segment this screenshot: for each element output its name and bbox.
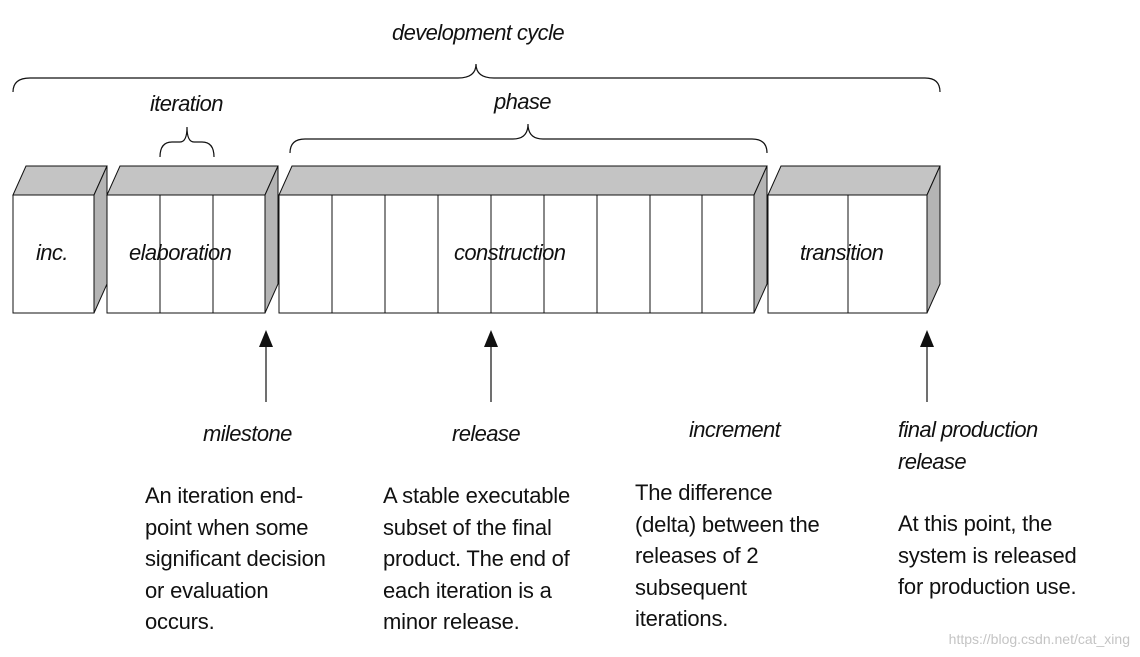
inception-block	[12, 165, 108, 314]
transition-label: transition	[800, 240, 884, 265]
elaboration-block	[106, 165, 279, 314]
increment-description-line: (delta) between the	[635, 511, 820, 537]
construction-label: construction	[454, 240, 566, 265]
block-front-face	[278, 194, 755, 314]
milestone-label: milestone	[203, 421, 292, 446]
increment-description: The difference (delta) between the relea…	[635, 477, 820, 635]
release-description-line: each iteration is a	[383, 577, 552, 603]
final-release-description-line: system is released	[898, 542, 1077, 568]
iteration-brace	[159, 126, 215, 158]
transition-block	[767, 165, 941, 314]
construction-block	[278, 165, 768, 314]
final-release-arrow	[920, 330, 934, 402]
release-description-line: subset of the final	[383, 514, 552, 540]
block-top-face	[106, 165, 279, 196]
increment-description-line: iterations.	[635, 606, 729, 631]
release-description: A stable executable subset of the final …	[383, 480, 570, 638]
final-release-label-line2: release	[898, 449, 967, 474]
development-cycle-brace	[12, 63, 941, 93]
phase-label: phase	[494, 89, 552, 114]
final-release-description: At this point, the system is released fo…	[898, 508, 1077, 603]
final-release-description-line: for production use.	[898, 574, 1077, 599]
release-arrow	[484, 330, 498, 402]
release-description-line: product. The end of	[383, 546, 570, 571]
increment-description-line: releases of 2	[635, 543, 759, 568]
block-top-face	[767, 165, 941, 196]
milestone-description-line: An iteration end-	[145, 483, 304, 508]
final-release-label-line1: final production	[898, 417, 1038, 442]
inception-label: inc.	[36, 240, 68, 265]
block-top-face	[278, 165, 768, 196]
release-description-line: minor release.	[383, 609, 520, 634]
development-cycle-label: development cycle	[392, 20, 565, 45]
increment-description-line: subsequent	[635, 574, 747, 600]
iteration-label: iteration	[150, 91, 223, 116]
increment-description-line: The difference	[635, 480, 773, 505]
milestone-description-line: point when some	[145, 514, 309, 540]
release-description-line: A stable executable	[383, 483, 571, 508]
block-front-face	[106, 194, 266, 314]
release-label: release	[452, 421, 521, 446]
phase-brace	[289, 123, 768, 154]
milestone-description: An iteration end- point when some signif…	[145, 480, 326, 638]
milestone-description-line: significant decision	[145, 546, 326, 571]
milestone-description-line: or evaluation	[145, 577, 269, 603]
milestone-description-line: occurs.	[145, 609, 215, 634]
increment-label: increment	[689, 417, 781, 442]
milestone-arrow	[259, 330, 273, 402]
block-top-face	[12, 165, 108, 196]
block-front-face	[12, 194, 95, 314]
watermark: https://blog.csdn.net/cat_xing	[948, 631, 1130, 647]
elaboration-label: elaboration	[129, 240, 232, 265]
final-release-description-line: At this point, the	[898, 511, 1053, 536]
